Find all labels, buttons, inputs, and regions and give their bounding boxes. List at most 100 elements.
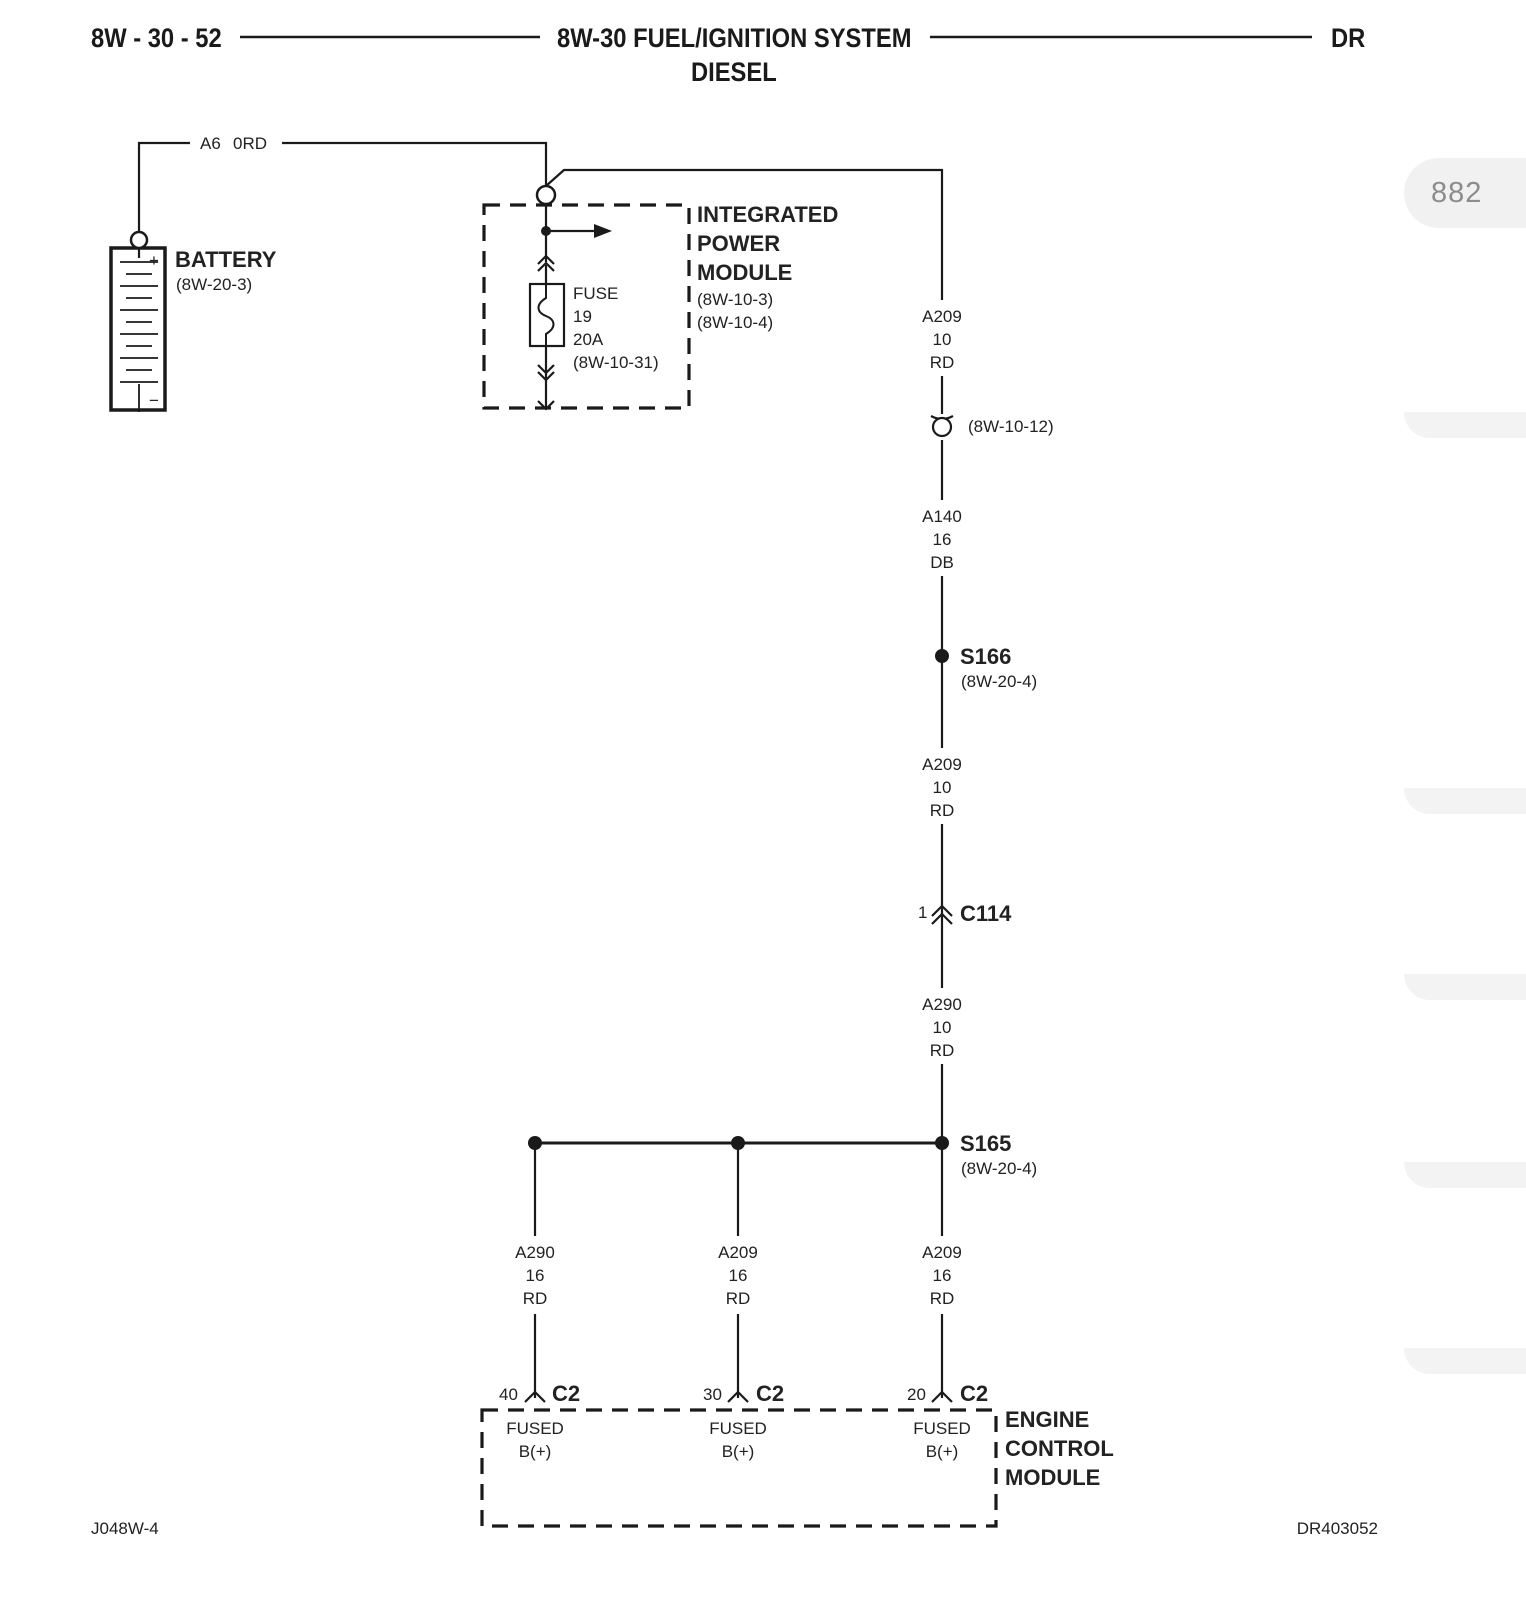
wire-label-a140: A140 16 DB — [922, 507, 962, 572]
svg-text:RD: RD — [726, 1289, 751, 1308]
ipm-ref-1[interactable]: (8W-10-3) — [697, 290, 773, 309]
integrated-power-module[interactable]: FUSE 19 20A (8W-10-31) INTEGRATED POWER … — [482, 184, 838, 411]
ecm-pin-30[interactable]: 30 C2 FUSED B(+) — [703, 1381, 784, 1461]
header-title: 8W-30 FUEL/IGNITION SYSTEM — [557, 24, 912, 54]
connector-terminal-icon — [931, 416, 953, 438]
svg-text:B(+): B(+) — [722, 1442, 755, 1461]
svg-text:16: 16 — [933, 530, 952, 549]
svg-text:10: 10 — [933, 330, 952, 349]
svg-text:RD: RD — [930, 1041, 955, 1060]
page-number-text: 882 — [1431, 177, 1483, 209]
ecm-pin-20[interactable]: 20 C2 FUSED B(+) — [907, 1381, 988, 1461]
inline-connector-ref[interactable]: (8W-10-12) — [968, 417, 1054, 436]
inline-connector[interactable]: (8W-10-12) — [930, 415, 1054, 438]
svg-text:DB: DB — [930, 553, 954, 572]
svg-text:16: 16 — [526, 1266, 545, 1285]
battery-label: BATTERY — [175, 247, 277, 272]
fuse-number: 19 — [573, 307, 592, 326]
scroll-ghost-tab — [1404, 974, 1526, 1000]
wire-label-a209-upper: A209 10 RD — [922, 307, 962, 372]
svg-text:ENGINE: ENGINE — [1005, 1407, 1089, 1432]
connector-chevron-icon — [524, 1390, 546, 1403]
svg-text:RD: RD — [930, 353, 955, 372]
svg-text:CONTROL: CONTROL — [1005, 1436, 1114, 1461]
svg-text:B(+): B(+) — [519, 1442, 552, 1461]
connector-chevron-icon — [537, 254, 555, 265]
svg-text:C114: C114 — [960, 901, 1012, 926]
ecm-pin-40[interactable]: 40 C2 FUSED B(+) — [499, 1381, 580, 1461]
splice-dot-icon — [935, 649, 949, 663]
splice-dot-icon — [935, 1136, 949, 1150]
svg-text:FUSED: FUSED — [506, 1419, 564, 1438]
page-number-badge[interactable]: 882 — [1404, 158, 1526, 228]
engine-control-module[interactable]: ENGINE CONTROL MODULE — [480, 1407, 1114, 1528]
svg-text:10: 10 — [933, 778, 952, 797]
wire-a6[interactable]: A6 0RD — [137, 134, 548, 232]
svg-text:A209: A209 — [922, 755, 962, 774]
svg-text:FUSED: FUSED — [709, 1419, 767, 1438]
connector-chevron-icon — [931, 1390, 953, 1403]
ipm-label-1: INTEGRATED — [697, 202, 838, 227]
battery-plus: + — [149, 251, 159, 270]
svg-text:C2: C2 — [756, 1381, 784, 1406]
header-subtitle: DIESEL — [691, 58, 777, 88]
svg-text:C2: C2 — [960, 1381, 988, 1406]
svg-text:RD: RD — [523, 1289, 548, 1308]
svg-text:30: 30 — [703, 1385, 722, 1404]
svg-text:1: 1 — [918, 903, 927, 922]
footer-right-code: DR403052 — [1297, 1519, 1378, 1538]
wire-label-a290-upper: A290 10 RD — [922, 995, 962, 1060]
svg-text:C2: C2 — [552, 1381, 580, 1406]
page-header: 8W - 30 - 52 8W-30 FUEL/IGNITION SYSTEM … — [91, 24, 1365, 88]
wire-label-a209-middle: A209 10 RD — [922, 755, 962, 820]
svg-text:RD: RD — [930, 1289, 955, 1308]
connector-chevron-icon — [537, 364, 555, 375]
branch-wire-3[interactable]: A209 16 RD — [922, 1243, 962, 1398]
svg-text:A140: A140 — [922, 507, 962, 526]
svg-text:16: 16 — [729, 1266, 748, 1285]
splice-s166[interactable]: S166 (8W-20-4) — [935, 644, 1037, 691]
header-model: DR — [1331, 24, 1365, 54]
footer-left-code: J048W-4 — [91, 1519, 159, 1538]
arrow-right-icon — [594, 224, 612, 238]
wire-a6-gauge-color: 0RD — [233, 134, 267, 153]
svg-text:B(+): B(+) — [926, 1442, 959, 1461]
branch-wire-1[interactable]: A290 16 RD — [515, 1143, 555, 1398]
svg-text:S165: S165 — [960, 1131, 1011, 1156]
scroll-ghost-tab — [1404, 1162, 1526, 1188]
svg-text:20: 20 — [907, 1385, 926, 1404]
svg-text:A209: A209 — [922, 1243, 962, 1262]
scroll-ghost-tab — [1404, 412, 1526, 438]
ipm-ref-2[interactable]: (8W-10-4) — [697, 313, 773, 332]
ipm-label-2: POWER — [697, 231, 780, 256]
battery[interactable]: + − BATTERY (8W-20-3) — [109, 230, 277, 412]
fuse-label: FUSE — [573, 284, 618, 303]
wire-a6-circuit: A6 — [200, 134, 221, 153]
header-page-code: 8W - 30 - 52 — [91, 24, 222, 54]
svg-text:FUSED: FUSED — [913, 1419, 971, 1438]
svg-text:40: 40 — [499, 1385, 518, 1404]
svg-text:RD: RD — [930, 801, 955, 820]
connector-c114[interactable]: 1 C114 — [918, 901, 1012, 926]
svg-text:10: 10 — [933, 1018, 952, 1037]
battery-ref[interactable]: (8W-20-3) — [176, 275, 252, 294]
ipm-label-3: MODULE — [697, 260, 792, 285]
fuse-rating: 20A — [573, 330, 604, 349]
svg-text:A209: A209 — [718, 1243, 758, 1262]
svg-text:A290: A290 — [922, 995, 962, 1014]
branch-wire-2[interactable]: A209 16 RD — [718, 1143, 758, 1398]
scroll-ghost-tab — [1404, 1348, 1526, 1374]
connector-chevron-icon — [727, 1390, 749, 1403]
battery-terminal-icon — [129, 230, 149, 250]
splice-s165[interactable]: S165 (8W-20-4) — [528, 1131, 1037, 1178]
connector-chevron-icon — [931, 904, 953, 917]
fuse-ref[interactable]: (8W-10-31) — [573, 353, 659, 372]
svg-text:(8W-20-4)[interactable]: (8W-20-4) — [961, 1159, 1037, 1178]
svg-text:MODULE: MODULE — [1005, 1465, 1100, 1490]
ipm-terminal-icon — [535, 184, 557, 206]
svg-text:(8W-20-4)[interactable]: (8W-20-4) — [961, 672, 1037, 691]
svg-text:S166: S166 — [960, 644, 1011, 669]
scroll-ghost-tab — [1404, 788, 1526, 814]
